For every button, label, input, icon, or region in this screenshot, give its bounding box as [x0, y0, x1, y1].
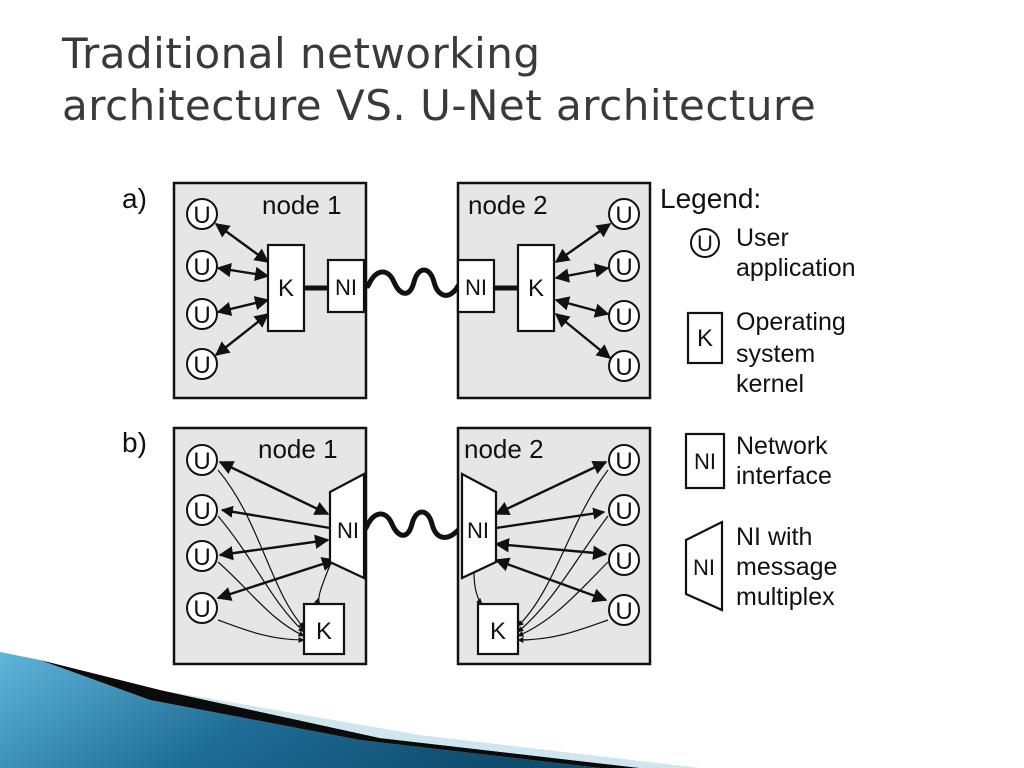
- legend: Legend: U User application K Operating s…: [660, 183, 856, 612]
- svg-text:U: U: [193, 254, 210, 281]
- kernel-box: K: [476, 602, 520, 656]
- user-application-icon: U: [608, 250, 640, 282]
- slide-title-line-1: Traditional networking: [62, 29, 541, 78]
- svg-text:U: U: [193, 498, 210, 525]
- kernel-box: K: [516, 243, 556, 333]
- user-application-icon: U: [186, 494, 218, 526]
- svg-text:U: U: [193, 352, 210, 379]
- panel-b-node-1-label: node 1: [258, 434, 338, 464]
- user-application-icon: U: [608, 300, 640, 332]
- user-application-icon: U: [186, 592, 218, 624]
- legend-kernel-label-1: Operating: [736, 308, 846, 336]
- user-application-icon: U: [186, 198, 218, 230]
- network-interface-box: NI: [456, 258, 496, 314]
- svg-text:U: U: [615, 202, 632, 229]
- corner-swoosh: [0, 652, 700, 768]
- svg-text:U: U: [615, 548, 632, 575]
- user-application-icon: U: [608, 494, 640, 526]
- legend-user-icon: U: [690, 228, 720, 258]
- panel-b-network-wire: [363, 509, 463, 540]
- svg-text:NI: NI: [465, 275, 487, 300]
- svg-text:NI: NI: [335, 275, 357, 300]
- slide-title: Traditional networking architecture VS. …: [62, 28, 982, 132]
- user-application-icon: U: [608, 444, 640, 476]
- legend-ni-mux-label-1: NI with: [736, 523, 812, 551]
- panel-b-label: b): [122, 427, 147, 458]
- panel-b-node-2-label: node 2: [464, 434, 544, 464]
- legend-user-label-1: User: [736, 224, 789, 252]
- svg-text:NI: NI: [694, 449, 716, 474]
- svg-text:U: U: [193, 544, 210, 571]
- panel-a-network-wire: [365, 267, 461, 298]
- panel-a-label: a): [122, 183, 147, 214]
- legend-ni-label-2: interface: [736, 462, 832, 490]
- panel-b-node-1: node 1 U U U U NI K: [172, 426, 368, 666]
- svg-text:U: U: [697, 231, 713, 256]
- svg-text:U: U: [615, 304, 632, 331]
- svg-text:NI: NI: [337, 518, 359, 543]
- legend-kernel-icon: K: [686, 311, 724, 365]
- svg-text:U: U: [615, 498, 632, 525]
- user-application-icon: U: [608, 594, 640, 626]
- legend-user-label-2: application: [736, 254, 856, 282]
- panel-a-node-2: node 2 U U U U NI K: [456, 181, 652, 400]
- svg-text:U: U: [193, 448, 210, 475]
- svg-text:U: U: [615, 598, 632, 625]
- panel-a-node-2-label: node 2: [468, 190, 548, 220]
- user-application-icon: U: [608, 198, 640, 230]
- svg-text:NI: NI: [467, 518, 489, 543]
- svg-text:U: U: [615, 254, 632, 281]
- ni-multiplex-box: NI: [460, 472, 498, 580]
- svg-text:K: K: [697, 325, 713, 352]
- svg-text:U: U: [193, 202, 210, 229]
- legend-ni-icon: NI: [684, 432, 726, 490]
- svg-text:K: K: [490, 618, 506, 645]
- svg-text:K: K: [316, 618, 332, 645]
- svg-text:U: U: [193, 302, 210, 329]
- user-application-icon: U: [186, 250, 218, 282]
- svg-text:U: U: [193, 596, 210, 623]
- panel-b-node-2: node 2 U U U U NI K: [456, 426, 652, 666]
- user-application-icon: U: [186, 540, 218, 572]
- svg-text:K: K: [278, 275, 294, 302]
- svg-text:U: U: [615, 354, 632, 381]
- svg-text:K: K: [528, 275, 544, 302]
- user-application-icon: U: [186, 298, 218, 330]
- panel-a-node-1: node 1 U U U U K NI: [172, 181, 368, 400]
- panel-a-node-1-label: node 1: [262, 190, 342, 220]
- network-interface-box: NI: [326, 258, 366, 314]
- legend-kernel-label-2: system: [736, 340, 815, 368]
- user-application-icon: U: [608, 544, 640, 576]
- legend-title: Legend:: [660, 183, 761, 214]
- user-application-icon: U: [608, 350, 640, 382]
- legend-ni-multiplex-icon: NI: [684, 520, 724, 612]
- kernel-box: K: [302, 602, 346, 656]
- user-application-icon: U: [186, 348, 218, 380]
- user-application-icon: U: [186, 444, 218, 476]
- ni-multiplex-box: NI: [328, 472, 366, 580]
- legend-ni-mux-label-2: message: [736, 553, 837, 581]
- slide-title-line-2: architecture VS. U-Net architecture: [62, 81, 817, 130]
- legend-ni-mux-label-3: multiplex: [736, 583, 835, 611]
- legend-kernel-label-3: kernel: [736, 370, 804, 398]
- kernel-box: K: [266, 243, 306, 333]
- svg-text:NI: NI: [693, 555, 715, 580]
- svg-text:U: U: [615, 448, 632, 475]
- legend-ni-label-1: Network: [736, 432, 828, 460]
